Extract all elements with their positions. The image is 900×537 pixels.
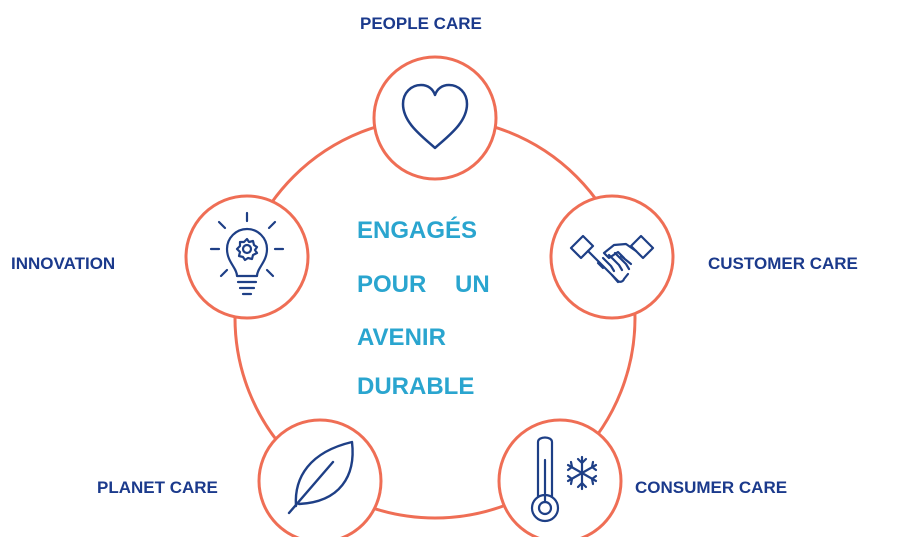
node-customer-care	[549, 194, 675, 320]
consumer-care-label: CONSUMER CARE	[635, 478, 788, 497]
node-innovation	[184, 194, 310, 320]
node-consumer-care	[497, 418, 623, 537]
handshake-icon	[569, 234, 655, 284]
people-care-label: PEOPLE CARE	[360, 14, 482, 33]
center-title-line-3: AVENIR	[357, 324, 446, 351]
center-title-line-1: ENGAGÉS	[357, 217, 478, 244]
heart-icon	[401, 83, 469, 150]
lightbulb-gear-icon	[209, 211, 285, 296]
leaf-icon	[287, 440, 354, 515]
thermometer-snowflake-icon	[530, 436, 598, 523]
node-people-care	[372, 55, 498, 181]
planet-care-label: PLANET CARE	[97, 478, 218, 497]
node-planet-care	[257, 418, 383, 537]
innovation-label: INNOVATION	[11, 254, 116, 273]
center-title-line-4: DURABLE	[357, 373, 475, 400]
center-title-line-2: POUR UN	[357, 271, 490, 298]
customer-care-label: CUSTOMER CARE	[708, 254, 858, 273]
